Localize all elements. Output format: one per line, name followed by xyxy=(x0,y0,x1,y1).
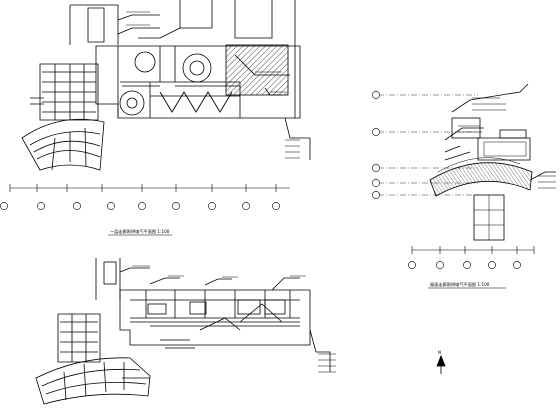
plan-1-axis-bubbles xyxy=(0,202,280,210)
plan-3-axis-bubbles xyxy=(372,91,521,269)
hatched-wall-zone xyxy=(225,44,289,96)
plan-1-note-lines xyxy=(126,11,300,159)
plan-2-note-lines xyxy=(132,265,336,373)
plan-3-caption: 屋面走廊照明电气平面图 1:100 xyxy=(430,281,490,288)
plan-1-caption: 一层走廊照明电气平面图 1:100 xyxy=(110,228,170,235)
north-label: N xyxy=(438,350,441,355)
plan-2-second-floor xyxy=(35,258,331,405)
plan-3-roof xyxy=(378,83,556,254)
plan-3-note-lines xyxy=(458,97,556,189)
north-arrow xyxy=(436,354,446,374)
plan-1-first-floor xyxy=(9,0,311,192)
